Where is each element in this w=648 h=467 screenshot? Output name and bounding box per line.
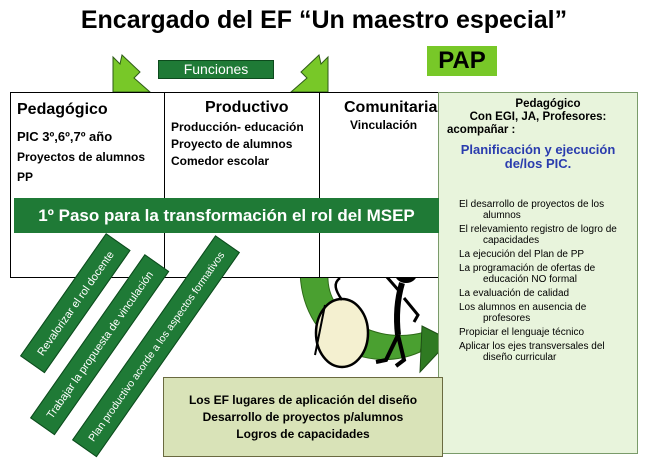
pap-badge: PAP bbox=[427, 46, 497, 76]
productivo-item: Comedor escolar bbox=[171, 154, 270, 168]
bottom-summary-box: Los EF lugares de aplicación del diseño … bbox=[163, 377, 443, 457]
pap-panel-item: La evaluación de calidad bbox=[449, 288, 635, 299]
pap-panel-item: Propiciar el lenguaje técnico bbox=[449, 327, 635, 338]
pap-panel-item-line: La programación de ofertas de bbox=[459, 263, 596, 274]
bottom-summary-line: Los EF lugares de aplicación del diseño bbox=[188, 393, 418, 407]
left-down-arrow-icon bbox=[112, 54, 152, 93]
productivo-column: Productivo Producción- educación Proyect… bbox=[164, 92, 320, 278]
pap-panel-item-line: Aplicar los ejes transversales del bbox=[459, 341, 605, 352]
pap-panel-item: El desarrollo de proyectos de los alumno… bbox=[449, 199, 635, 221]
pap-panel-item-line: diseño curricular bbox=[483, 352, 557, 363]
pap-panel-item-line: profesores bbox=[483, 313, 531, 324]
pedagogico-item: Proyectos de alumnos bbox=[17, 150, 146, 164]
comunitaria-column: Comunitaria Vinculación bbox=[319, 92, 439, 278]
pedagogico-item: PP bbox=[17, 170, 34, 184]
pap-panel-highlight: de/los PIC. bbox=[504, 156, 572, 171]
productivo-heading: Productivo bbox=[205, 99, 289, 116]
pap-panel-item-line: educación NO formal bbox=[483, 274, 577, 285]
pap-panel-item: El relevamiento registro de logro de cap… bbox=[449, 224, 635, 246]
pap-panel-item-line: La evaluación de calidad bbox=[459, 288, 570, 299]
pap-panel-item-line: alumnos bbox=[483, 210, 521, 221]
comunitaria-heading: Comunitaria bbox=[344, 99, 438, 116]
pap-panel-item-line: La ejecución del Plan de PP bbox=[459, 249, 585, 260]
pap-panel: Pedagógico Con EGI, JA, Profesores: acom… bbox=[438, 92, 638, 454]
pap-panel-item: Los alumnos en ausencia de profesores bbox=[449, 302, 635, 324]
pap-panel-subheading: Con EGI, JA, Profesores: bbox=[469, 111, 607, 123]
pap-panel-subheading: acompañar : bbox=[447, 124, 516, 136]
pap-panel-item: La programación de ofertas de educación … bbox=[449, 263, 635, 285]
comunitaria-item: Vinculación bbox=[350, 118, 418, 132]
funciones-label: Funciones bbox=[158, 60, 274, 79]
pap-panel-item: Aplicar los ejes transversales del diseñ… bbox=[449, 341, 635, 363]
productivo-item: Producción- educación bbox=[171, 120, 304, 134]
bottom-summary-line: Desarrollo de proyectos p/alumnos bbox=[202, 410, 404, 424]
right-down-arrow-icon bbox=[289, 54, 329, 93]
productivo-item: Proyecto de alumnos bbox=[171, 137, 293, 151]
pap-panel-highlight: Planificación y ejecución bbox=[460, 142, 616, 157]
pap-panel-item-line: El relevamiento registro de logro de bbox=[459, 224, 617, 235]
bottom-summary-line: Logros de capacidades bbox=[236, 427, 370, 441]
pedagogico-column: Pedagógico PIC 3º,6º,7º año Proyectos de… bbox=[10, 92, 165, 278]
pap-panel-item-line: Propiciar el lenguaje técnico bbox=[459, 327, 585, 338]
pap-panel-item-line: Los alumnos en ausencia de bbox=[459, 302, 587, 313]
page-title: Encargado del EF “Un maestro especial” bbox=[80, 6, 568, 34]
transformation-banner: 1º Paso para la transformación el rol de… bbox=[14, 198, 439, 233]
pap-panel-item-line: capacidades bbox=[483, 235, 540, 246]
pedagogico-heading: Pedagógico bbox=[17, 101, 108, 118]
pap-panel-item: La ejecución del Plan de PP bbox=[449, 249, 635, 260]
pap-panel-item-line: El desarrollo de proyectos de los bbox=[459, 199, 605, 210]
stick-figure-bag-icon bbox=[314, 276, 370, 369]
pap-panel-heading: Pedagógico bbox=[515, 98, 581, 110]
pedagogico-item: PIC 3º,6º,7º año bbox=[17, 129, 113, 144]
